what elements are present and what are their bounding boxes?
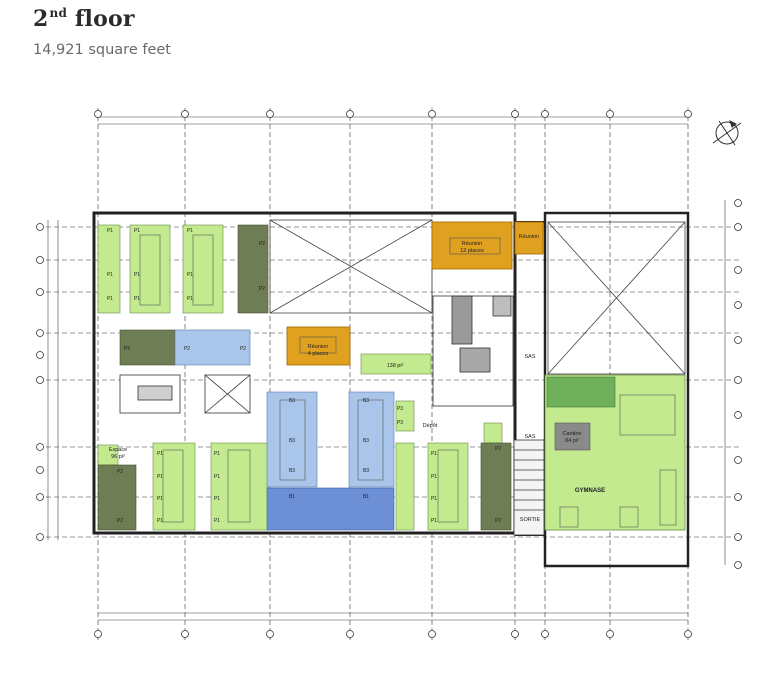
svg-text:P2: P2 (124, 346, 130, 352)
offices (97, 224, 512, 531)
floor-area: 14,921 square feet (33, 42, 171, 58)
workstations (97, 224, 503, 531)
open-area-size: 96 pi² (111, 454, 125, 460)
svg-text:B3: B3 (363, 438, 369, 444)
cafe-area-label: 138 pi² (387, 363, 404, 369)
sas-label-2: SAS (524, 434, 535, 440)
open-area-label: Espace (109, 447, 127, 453)
svg-text:P1: P1 (157, 496, 163, 502)
svg-text:P1: P1 (157, 451, 163, 457)
meeting-room-small-label: Réunion (519, 234, 540, 240)
meeting-room-center-capacity: 4 places (308, 351, 329, 357)
svg-text:P1: P1 (214, 496, 220, 502)
svg-text:P2: P2 (117, 518, 123, 524)
svg-text:P3: P3 (397, 406, 403, 412)
svg-text:P1: P1 (107, 296, 113, 302)
svg-text:P1: P1 (214, 451, 220, 457)
svg-text:P1: P1 (187, 272, 193, 278)
svg-text:P1: P1 (214, 518, 220, 524)
meeting-room-center-label: Réunion (308, 344, 329, 350)
exit-label: SORTIE (520, 517, 541, 523)
svg-text:P3: P3 (397, 420, 403, 426)
svg-text:P1: P1 (187, 228, 193, 234)
svg-text:P1: P1 (134, 272, 140, 278)
svg-text:B3: B3 (289, 468, 295, 474)
gym-label: GYMNASE (575, 488, 605, 494)
floor-title: 2nd floor (33, 6, 135, 32)
svg-text:P1: P1 (431, 451, 437, 457)
svg-text:B3: B3 (289, 398, 295, 404)
svg-text:P1: P1 (134, 228, 140, 234)
room-labels: GYMNASE 138 pi² SAS SAS SORTIE Dépôt Réu… (109, 234, 605, 523)
svg-text:P1: P1 (157, 518, 163, 524)
svg-text:P1: P1 (187, 296, 193, 302)
svg-text:B3: B3 (289, 438, 295, 444)
svg-text:P2: P2 (184, 346, 190, 352)
svg-text:B3: B3 (363, 468, 369, 474)
svg-text:P1: P1 (431, 474, 437, 480)
meeting-rooms (286, 221, 544, 366)
storage-label: Dépôt (423, 423, 438, 429)
svg-text:P1: P1 (431, 496, 437, 502)
svg-text:P2: P2 (259, 286, 265, 292)
north-arrow-icon (712, 120, 742, 146)
team-rooms (266, 487, 395, 531)
svg-text:B1: B1 (363, 494, 369, 500)
svg-text:P1: P1 (107, 228, 113, 234)
svg-text:P1: P1 (431, 518, 437, 524)
svg-text:P2: P2 (117, 469, 123, 475)
cantine-label: Cantine (563, 431, 582, 437)
cantine-area: 84 pi² (565, 438, 579, 444)
core (119, 295, 545, 536)
svg-text:P1: P1 (107, 272, 113, 278)
furniture (139, 234, 677, 528)
svg-text:P1: P1 (134, 296, 140, 302)
meeting-room-large-capacity: 12 places (460, 248, 484, 254)
grid-bubbles (36, 110, 742, 638)
svg-text:P2: P2 (495, 446, 501, 452)
svg-text:B3: B3 (363, 398, 369, 404)
svg-text:P1: P1 (157, 474, 163, 480)
svg-text:P2: P2 (240, 346, 246, 352)
svg-text:P1: P1 (214, 474, 220, 480)
svg-text:B1: B1 (289, 494, 295, 500)
svg-text:P2: P2 (495, 518, 501, 524)
meeting-room-large-label: Réunion (462, 241, 483, 247)
focus-rooms (174, 329, 395, 488)
dimension-lines (47, 116, 726, 621)
sas-label-1: SAS (524, 354, 535, 360)
svg-text:P2: P2 (259, 241, 265, 247)
gym-area (544, 374, 686, 531)
